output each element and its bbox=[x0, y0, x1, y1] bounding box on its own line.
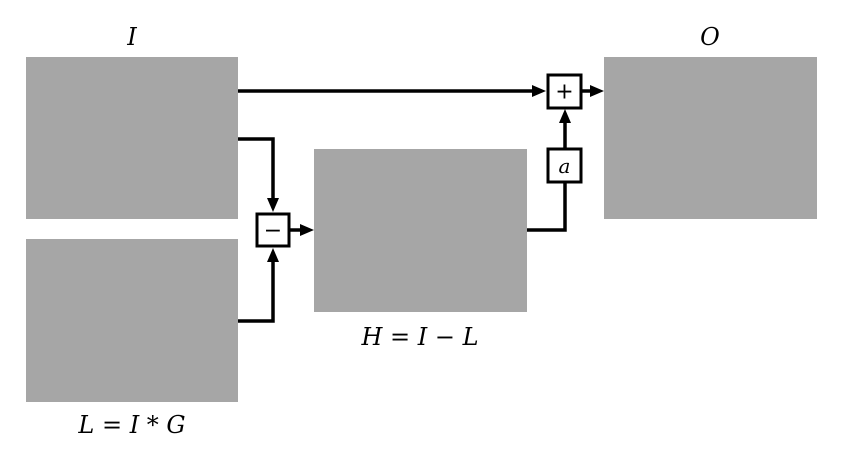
input-to-add-arrowhead bbox=[532, 85, 546, 97]
subtract-operator: − bbox=[255, 212, 291, 248]
gain-to-add-arrowhead bbox=[559, 109, 571, 123]
output-image-block bbox=[604, 57, 817, 219]
gain-operator: a bbox=[546, 147, 583, 184]
lowpass-label: L = I * G bbox=[77, 411, 185, 439]
highpass-label: H = I − L bbox=[360, 323, 478, 351]
subtract-to-highpass-arrowhead bbox=[300, 224, 314, 236]
input-to-subtract-wire bbox=[238, 137, 275, 198]
lowpass-to-subtract-arrowhead bbox=[267, 248, 279, 262]
lowpass-to-subtract-wire bbox=[238, 262, 275, 323]
input-to-subtract-arrowhead bbox=[267, 198, 279, 212]
add-to-output-arrowhead bbox=[590, 85, 604, 97]
gain-operator-symbol: a bbox=[559, 154, 571, 178]
lowpass-image-block bbox=[26, 239, 238, 402]
highpass-to-gain-wire bbox=[527, 183, 567, 232]
subtract-operator-symbol: − bbox=[264, 219, 282, 244]
add-operator: + bbox=[546, 73, 583, 110]
output-label: O bbox=[700, 23, 720, 51]
add-operator-symbol: + bbox=[555, 80, 573, 105]
input-label: I bbox=[126, 23, 137, 51]
input-image-block bbox=[26, 57, 238, 219]
highpass-image-block bbox=[314, 149, 527, 312]
